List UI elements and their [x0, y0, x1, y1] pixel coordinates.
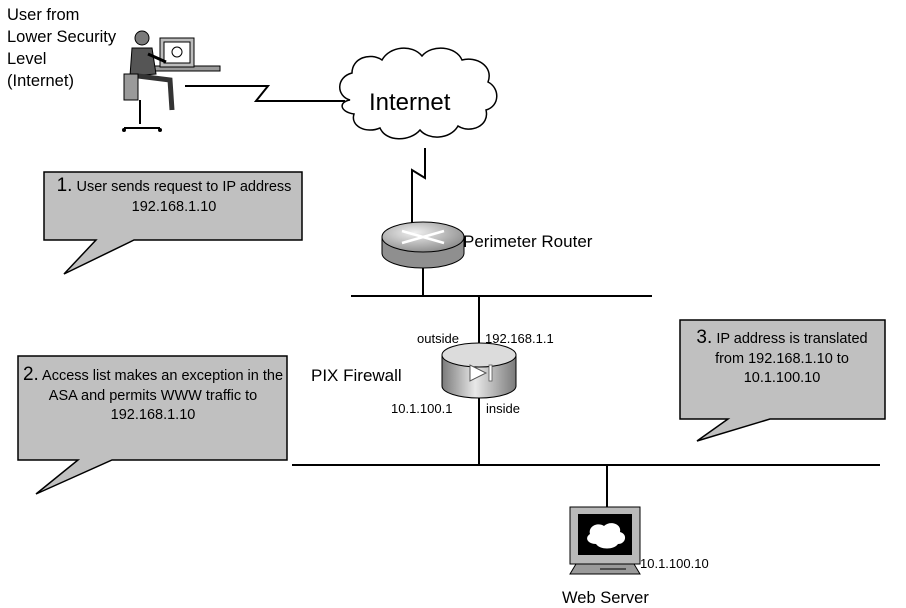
user-internet-link: [185, 85, 345, 102]
callout-3-bubble: [679, 319, 886, 442]
user-label: User from Lower Security Level (Internet…: [7, 6, 117, 90]
perimeter-router-label: Perimeter Router: [463, 232, 593, 251]
pix-firewall-icon: [441, 342, 517, 399]
callout-2: 2. Access list makes an exception in the…: [22, 365, 284, 426]
inside-interface-label: inside: [486, 401, 520, 416]
pix-firewall-label: PIX Firewall: [311, 366, 402, 385]
internet-cloud-label: Internet: [369, 89, 451, 116]
callout-3-number: 3.: [696, 327, 713, 348]
network-links: [185, 85, 880, 508]
callout-3: 3. IP address is translated from 192.168…: [684, 328, 880, 389]
outside-interface-label: outside: [417, 331, 459, 346]
callout-1-text: User sends request to IP address 192.168…: [76, 179, 292, 215]
internet-cloud: [339, 47, 498, 140]
callout-1: 1. User sends request to IP address 192.…: [54, 176, 294, 217]
callout-3-text: IP address is translated from 192.168.1.…: [715, 331, 868, 386]
callout-1-number: 1.: [56, 175, 73, 196]
web-server-label: Web Server: [562, 589, 649, 607]
outside-ip-label: 192.168.1.1: [485, 331, 554, 346]
web-server-icon: [569, 506, 641, 575]
callout-1-bubble: [43, 171, 303, 275]
internet-router-link: [411, 148, 426, 228]
router-icon: [381, 221, 465, 269]
inside-ip-label: 10.1.100.1: [391, 401, 453, 416]
callout-2-number: 2.: [22, 364, 39, 385]
web-server-ip-label: 10.1.100.10: [640, 556, 709, 571]
user-workstation-icon: [122, 30, 221, 132]
callout-2-text: Access list makes an exception in the AS…: [42, 368, 284, 423]
callout-2-bubble: [17, 355, 288, 495]
